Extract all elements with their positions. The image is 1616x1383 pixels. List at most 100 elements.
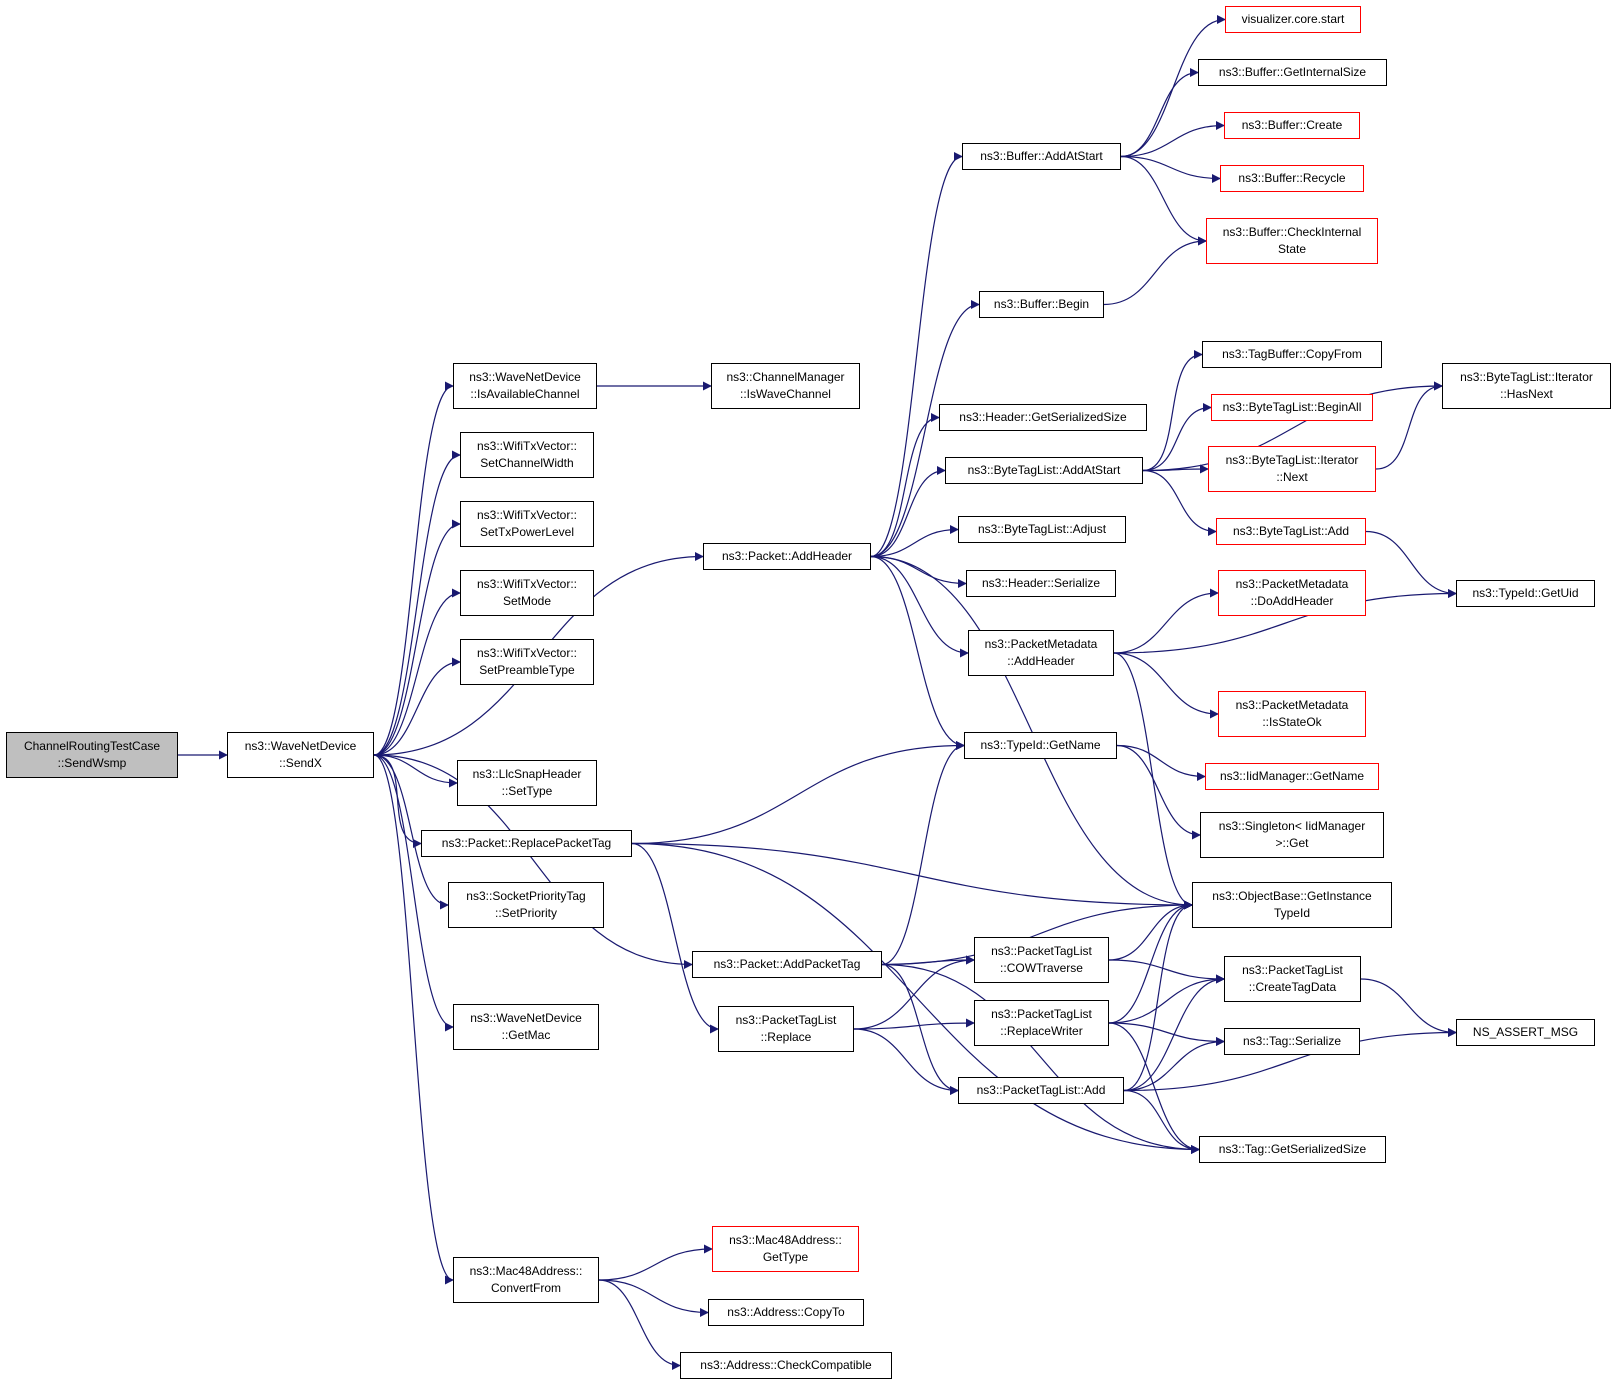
node-singleton[interactable]: ns3::Singleton< IidManager >::Get <box>1200 812 1384 858</box>
node-pmaddhdr[interactable]: ns3::PacketMetadata ::AddHeader <box>968 630 1114 676</box>
edge-addpt-to-taggetsize <box>881 963 1200 1154</box>
node-llcset[interactable]: ns3::LlcSnapHeader ::SetType <box>457 760 597 806</box>
edge-bufbegin-to-bufcheck <box>1103 236 1207 306</box>
node-btladdstart[interactable]: ns3::ByteTagList::AddAtStart <box>945 457 1143 484</box>
node-getmac[interactable]: ns3::WaveNetDevice ::GetMac <box>453 1004 599 1050</box>
node-btlbeginall[interactable]: ns3::ByteTagList::BeginAll <box>1211 394 1373 421</box>
node-btlitnext[interactable]: ns3::ByteTagList::Iterator ::Next <box>1208 446 1376 492</box>
node-bufgetint[interactable]: ns3::Buffer::GetInternalSize <box>1198 59 1387 86</box>
edge-ptlcow-to-objgetinst <box>1108 900 1193 961</box>
node-tagser[interactable]: ns3::Tag::Serialize <box>1224 1028 1360 1055</box>
node-btladjust[interactable]: ns3::ByteTagList::Adjust <box>958 516 1126 543</box>
node-bufaddstart[interactable]: ns3::Buffer::AddAtStart <box>962 143 1121 170</box>
edge-ptlrepw-to-objgetinst <box>1108 900 1193 1024</box>
node-addpt[interactable]: ns3::Packet::AddPacketTag <box>692 951 882 978</box>
edge-sendx-to-settxp <box>373 519 461 756</box>
node-objgetinst[interactable]: ns3::ObjectBase::GetInstance TypeId <box>1192 882 1392 928</box>
edge-btladdstart-to-tbcopy <box>1142 350 1203 472</box>
edge-btladd-to-tidgetuid <box>1365 530 1457 598</box>
edge-sendx-to-isavail <box>373 381 454 756</box>
node-nsassert[interactable]: NS_ASSERT_MSG <box>1456 1019 1595 1046</box>
edge-ptlrepw-to-ptlcreate <box>1108 974 1225 1024</box>
edge-tidname-to-iidgetname <box>1116 744 1206 781</box>
edge-bufaddstart-to-bufcheck <box>1120 155 1207 246</box>
edge-addhdr-to-hdrgetsize <box>870 413 940 558</box>
edge-addhdr-to-bufbegin <box>870 300 980 558</box>
edge-addhdr-to-bufaddstart <box>870 152 963 558</box>
edge-replpt-to-objgetinst <box>631 842 1193 910</box>
edge-replpt-to-ptlreplace <box>631 842 719 1034</box>
edge-bufaddstart-to-bufgetint <box>1120 68 1199 158</box>
edge-pmaddhdr-to-pmdoadd <box>1113 588 1219 654</box>
edge-ptlcreate-to-nsassert <box>1360 978 1457 1037</box>
node-taggetsize[interactable]: ns3::Tag::GetSerializedSize <box>1199 1136 1386 1163</box>
node-sockprio[interactable]: ns3::SocketPriorityTag ::SetPriority <box>448 882 604 928</box>
node-convfrom[interactable]: ns3::Mac48Address:: ConvertFrom <box>453 1257 599 1303</box>
edge-sendx-to-setchw <box>373 450 461 756</box>
node-pmstate[interactable]: ns3::PacketMetadata ::IsStateOk <box>1218 691 1366 737</box>
node-isavail[interactable]: ns3::WaveNetDevice ::IsAvailableChannel <box>453 363 597 409</box>
edge-bufaddstart-to-bufcreate <box>1120 121 1225 158</box>
edge-replpt-to-tidname <box>631 741 965 845</box>
edge-ptladd-to-objgetinst <box>1123 900 1193 1092</box>
node-ptlreplace[interactable]: ns3::PacketTagList ::Replace <box>718 1006 854 1052</box>
edge-addpt-to-ptlcow <box>881 955 975 966</box>
edge-pmaddhdr-to-pmstate <box>1113 652 1219 719</box>
node-pmdoadd[interactable]: ns3::PacketMetadata ::DoAddHeader <box>1218 570 1366 616</box>
node-sendx[interactable]: ns3::WaveNetDevice ::SendX <box>227 732 374 778</box>
node-m48type[interactable]: ns3::Mac48Address:: GetType <box>712 1226 859 1272</box>
node-addhdr[interactable]: ns3::Packet::AddHeader <box>703 543 871 570</box>
edge-ptlreplace-to-ptlrepw <box>853 1018 975 1030</box>
edge-sendx-to-sockprio <box>373 754 449 910</box>
node-ptlcreate[interactable]: ns3::PacketTagList ::CreateTagData <box>1224 956 1361 1002</box>
node-bufcheck[interactable]: ns3::Buffer::CheckInternal State <box>1206 218 1378 264</box>
node-copyto[interactable]: ns3::Address::CopyTo <box>708 1299 864 1326</box>
edge-sendx-to-addpt <box>373 754 693 969</box>
edge-addhdr-to-tidname <box>870 555 965 750</box>
edge-tidname-to-singleton <box>1116 744 1201 840</box>
edge-btladdstart-to-btlbeginall <box>1142 403 1212 472</box>
node-ptlrepw[interactable]: ns3::PacketTagList ::ReplaceWriter <box>974 1000 1109 1046</box>
edge-ptladd-to-ptlcreate <box>1123 974 1225 1092</box>
node-setchw[interactable]: ns3::WifiTxVector:: SetChannelWidth <box>460 432 594 478</box>
edge-btladdstart-to-btladd <box>1142 469 1217 536</box>
node-tbcopy[interactable]: ns3::TagBuffer::CopyFrom <box>1202 341 1382 368</box>
node-replpt[interactable]: ns3::Packet::ReplacePacketTag <box>421 830 632 857</box>
edge-bufaddstart-to-bufrecycle <box>1120 155 1221 183</box>
edge-addhdr-to-objgetinst <box>870 555 1193 910</box>
node-settxp[interactable]: ns3::WifiTxVector:: SetTxPowerLevel <box>460 501 594 547</box>
node-ptladd[interactable]: ns3::PacketTagList::Add <box>958 1077 1124 1104</box>
node-tidname[interactable]: ns3::TypeId::GetName <box>964 732 1117 759</box>
edge-convfrom-to-m48type <box>598 1244 713 1281</box>
node-bufcreate[interactable]: ns3::Buffer::Create <box>1224 112 1360 139</box>
node-tidgetuid[interactable]: ns3::TypeId::GetUid <box>1456 580 1595 607</box>
node-hdrser[interactable]: ns3::Header::Serialize <box>966 570 1116 597</box>
edge-ptladd-to-nsassert <box>1123 1028 1457 1092</box>
edge-ptlrepw-to-taggetsize <box>1108 1022 1200 1154</box>
node-iidgetname[interactable]: ns3::IidManager::GetName <box>1205 763 1379 790</box>
node-iswave[interactable]: ns3::ChannelManager ::IsWaveChannel <box>711 363 860 409</box>
node-btlithasnext[interactable]: ns3::ByteTagList::Iterator ::HasNext <box>1442 363 1611 409</box>
node-hdrgetsize[interactable]: ns3::Header::GetSerializedSize <box>939 404 1147 431</box>
node-checkcompat[interactable]: ns3::Address::CheckCompatible <box>680 1352 892 1379</box>
edge-replpt-to-taggetsize <box>631 842 1200 1154</box>
node-bufbegin[interactable]: ns3::Buffer::Begin <box>979 291 1104 318</box>
edge-sendx-to-convfrom <box>373 754 454 1285</box>
edge-addhdr-to-btladjust <box>870 525 959 558</box>
node-sendwsmp: ChannelRoutingTestCase ::SendWsmp <box>6 732 178 778</box>
node-btladd[interactable]: ns3::ByteTagList::Add <box>1216 518 1366 545</box>
node-setpre[interactable]: ns3::WifiTxVector:: SetPreambleType <box>460 639 594 685</box>
edge-addpt-to-tidname <box>881 741 965 966</box>
edge-ptlreplace-to-ptladd <box>853 1028 959 1095</box>
edge-ptlreplace-to-ptlcow <box>853 955 975 1030</box>
node-ptlcow[interactable]: ns3::PacketTagList ::COWTraverse <box>974 937 1109 983</box>
edge-btlitnext-to-btlithasnext <box>1375 381 1443 470</box>
node-vizstart[interactable]: visualizer.core.start <box>1225 6 1361 33</box>
node-bufrecycle[interactable]: ns3::Buffer::Recycle <box>1220 165 1364 192</box>
edge-ptlrepw-to-tagser <box>1108 1022 1225 1046</box>
edge-sendx-to-getmac <box>373 754 454 1032</box>
edge-ptladd-to-taggetsize <box>1123 1089 1200 1154</box>
edge-addpt-to-ptladd <box>881 963 959 1095</box>
node-setmode[interactable]: ns3::WifiTxVector:: SetMode <box>460 570 594 616</box>
